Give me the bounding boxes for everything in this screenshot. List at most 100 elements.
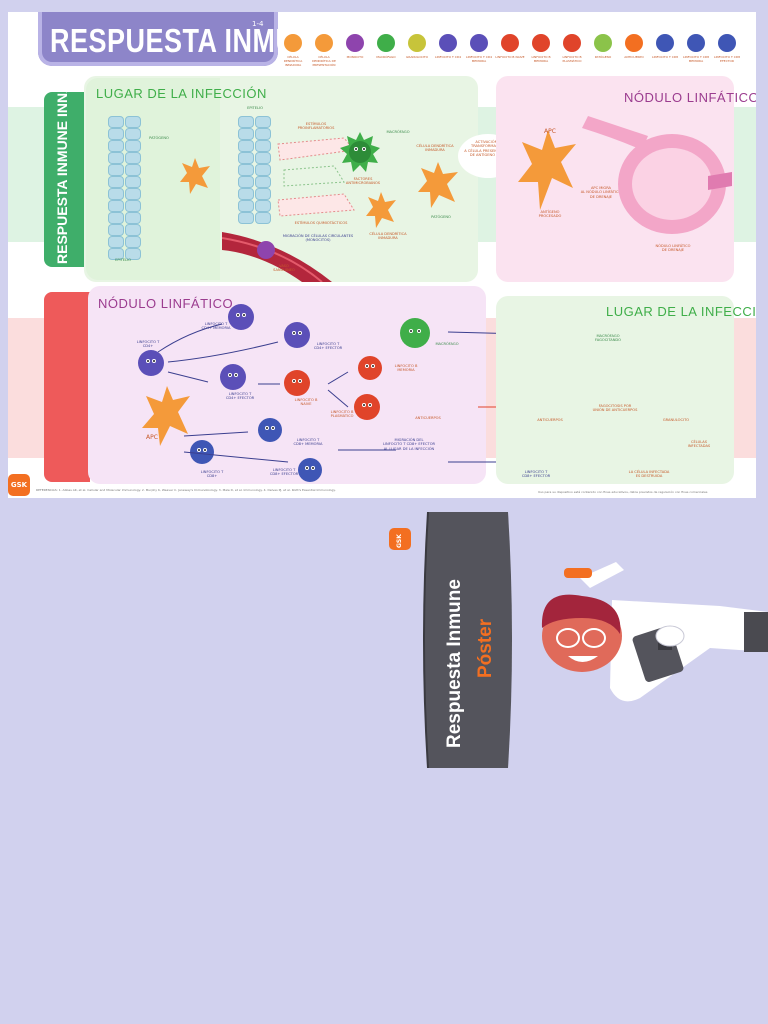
legend-item: MACRÓFAGO (371, 34, 401, 59)
cell-icon (687, 34, 705, 52)
footer-disclaimer: Uso para su dispositivo está contenido c… (538, 490, 708, 494)
epithelial-cell (125, 176, 141, 188)
legend-item: LINFOCITO T CD4 MEMORIA (464, 34, 494, 63)
epithelial-cell (255, 200, 271, 212)
legend-item: ANTICUERPO (619, 34, 649, 59)
cd4-memory-cell (228, 304, 254, 330)
epithelial-cell (238, 176, 254, 188)
legend-item: GRANULOCITO (402, 34, 432, 59)
legend-label: LINFOCITO T CD4 (434, 55, 462, 59)
epithelial-cell (108, 212, 124, 224)
epithelial-cell (108, 200, 124, 212)
cell-icon (408, 34, 426, 52)
epithelial-cell (125, 188, 141, 200)
cell-icon (532, 34, 550, 52)
epithelial-cell (238, 152, 254, 164)
dendritic-cell-2 (366, 192, 396, 228)
legend-label: LINFOCITO B MEMORIA (531, 55, 551, 63)
poster-title-box (38, 12, 278, 66)
epithelial-cell (255, 212, 271, 224)
label-destroyed: LA CÉLULA INFECTADA ES DESTRUIDA (628, 470, 670, 479)
cell-icon (563, 34, 581, 52)
epithelial-cell (238, 164, 254, 176)
epithelial-cell (125, 248, 141, 260)
legend-label: LINFOCITO B PLASMÁTICO (562, 55, 582, 63)
legend-label: CÉLULA DENDRÍTICA INMADURA (283, 55, 303, 67)
blood-vessel (222, 232, 332, 282)
cd8-memory-cell (258, 418, 282, 442)
label-cd8-effector: LINFOCITO T CD8+ EFECTOR (269, 468, 299, 477)
epithelial-cell (238, 212, 254, 224)
epithelial-cell (255, 188, 271, 200)
epithelial-cell (125, 236, 141, 248)
innate-left-title: LUGAR DE LA INFECCIÓN (96, 86, 267, 101)
cd4-effector-cell (284, 322, 310, 348)
epithelial-cell (108, 128, 124, 140)
label-migration: MIGRACIÓN DE CÉLULAS CIRCULANTES (MONOCI… (282, 234, 354, 243)
epithelial-cell (255, 140, 271, 152)
label-epithelium-2: EPITELIO (247, 106, 263, 110)
epithelial-cell (108, 140, 124, 152)
label-pathogen: PATÓGENO (149, 136, 169, 140)
legend-label: MONOCITO (346, 55, 364, 59)
innate-right-title: NÓDULO LINFÁTICO (624, 90, 756, 105)
booklet-subtitle: Póster (475, 618, 496, 678)
epithelial-cell (108, 224, 124, 236)
label-b-naive: LINFOCITO B NAIVE (294, 398, 318, 407)
gsk-logo: GSK (8, 474, 30, 496)
label-b-plasma: LINFOCITO B PLASMÁTICO (330, 410, 354, 419)
legend-item: MONOCITO (340, 34, 370, 59)
label-antigen: ANTÍGENO PROCESADO (538, 210, 562, 219)
booklet-cover (423, 512, 512, 768)
epithelial-cell (108, 248, 124, 260)
epithelial-cell (125, 212, 141, 224)
label-vessel: VASO SANGUÍNEO (273, 264, 295, 273)
cell-icon (656, 34, 674, 52)
epithelial-cell (255, 128, 271, 140)
legend-label: ANTICUERPO (624, 55, 644, 59)
label-chemotactic: ESTÍMULOS QUIMIOTÁCTICOS (294, 221, 348, 225)
legend-label: LINFOCITO T CD8 MEMORIA (682, 55, 710, 63)
epithelial-cell (108, 164, 124, 176)
legend-label: LINFOCITO T CD4 MEMORIA (465, 55, 493, 63)
legend-label: LINFOCITO B NAIVE (495, 55, 525, 59)
epithelial-cell (125, 224, 141, 236)
apc-cell (518, 130, 576, 210)
label-proinflammatory: ESTÍMULOS PROINFLAMATORIOS (297, 122, 335, 131)
epithelial-cell (125, 140, 141, 152)
cell-icon (594, 34, 612, 52)
label-dendritic-immature: CÉLULA DENDRÍTICA INMADURA (416, 144, 454, 153)
epithelial-cell (125, 116, 141, 128)
label-cd4-effector: LINFOCITO T CD4+ EFECTOR (313, 342, 343, 351)
epithelial-cell (125, 200, 141, 212)
lymph-node (582, 116, 732, 234)
label-antibodies: ANTICUERPOS (415, 416, 441, 420)
epithelium-1 (108, 116, 142, 266)
label-apc-2: APC (146, 434, 158, 441)
cell-icon (470, 34, 488, 52)
epithelial-cell (108, 176, 124, 188)
epithelial-cell (125, 164, 141, 176)
label-antimicrobial: FACTORES ANTIMICROBIANOS (345, 177, 381, 186)
label-apc-migrates: APC MIGRA AL NÓDULO LINFÁTICO DE DRENAJE (580, 186, 622, 199)
legend-item: LINFOCITO T CD8 (650, 34, 680, 59)
apc-cell (142, 386, 190, 446)
legend-item: LINFOCITO T CD8 MEMORIA (681, 34, 711, 63)
dendritic-cell-1 (180, 158, 210, 194)
epithelial-cell (255, 152, 271, 164)
legend-item: LINFOCITO B MEMORIA (526, 34, 556, 63)
label-cd8: LINFOCITO T CD8+ (200, 470, 224, 479)
cell-icon (346, 34, 364, 52)
stimuli-streams (277, 137, 355, 217)
epithelial-cell (125, 128, 141, 140)
epithelial-cell (125, 152, 141, 164)
adaptive-infection-panel (496, 296, 734, 484)
label-antibodies-2: ANTICUERPOS (537, 418, 563, 422)
poster-title-superscript: 1-4 (252, 20, 264, 28)
immune-response-poster: RESPUESTA INMUNE 1-4 CÉLULA DENDRÍTICA I… (8, 12, 756, 498)
label-cd8-effector-2: LINFOCITO T CD8+ EFECTOR (521, 470, 551, 479)
legend-item: LINFOCITO B NAIVE (495, 34, 525, 59)
macrophage-cell (340, 132, 380, 172)
label-cd4: LINFOCITO T CD4+ (136, 340, 160, 349)
epithelial-cell (108, 152, 124, 164)
